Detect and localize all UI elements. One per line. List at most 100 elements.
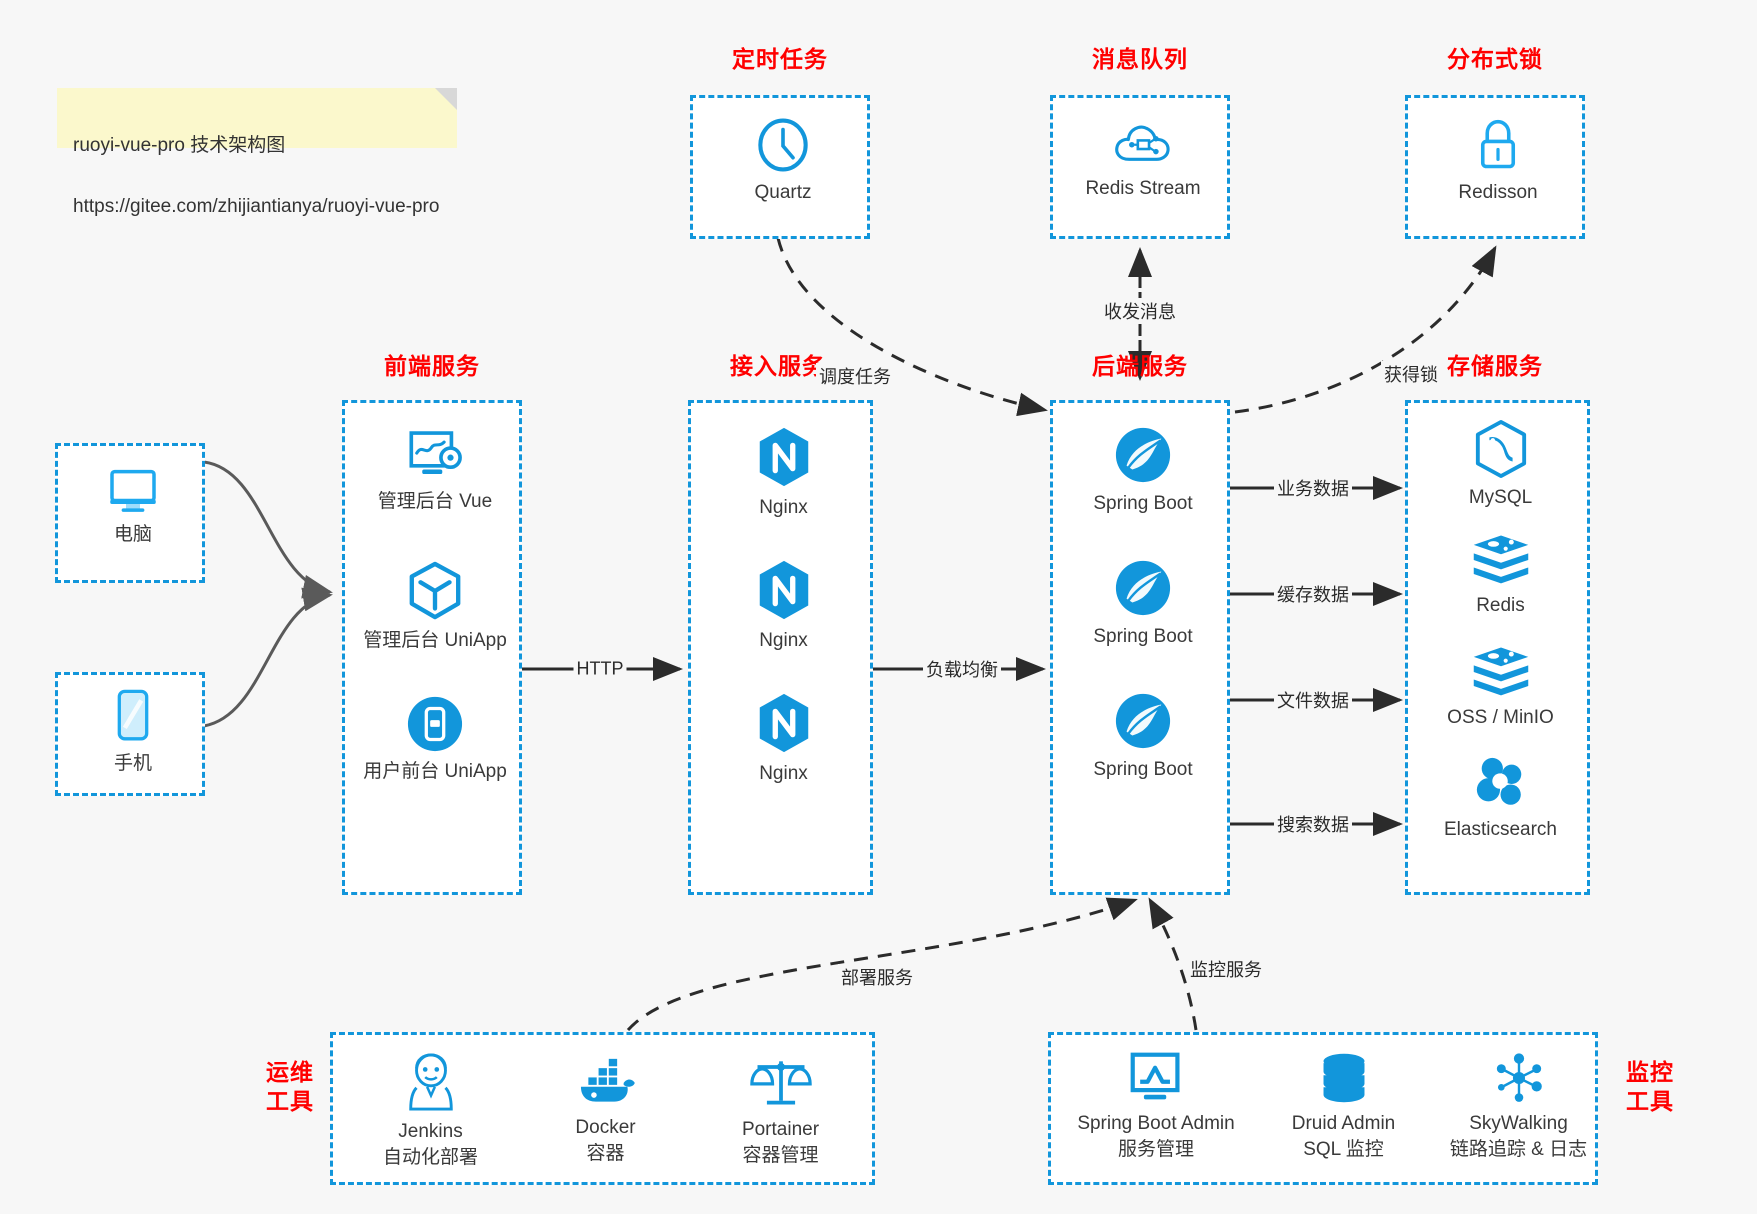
edge-label-send-receive-message: 收发消息 [1101, 298, 1179, 324]
edge-label-deploy-service: 部署服务 [838, 964, 916, 990]
node-computer[interactable]: 电脑 [58, 464, 208, 548]
group-label-storage-service: 存储服务 [1447, 353, 1543, 379]
sticky-note: ruoyi-vue-pro 技术架构图 https://gitee.com/zh… [57, 88, 457, 217]
edge-label-search-data: 搜索数据 [1274, 811, 1352, 837]
sticky-note-fold-icon [435, 88, 457, 110]
spring-icon [1115, 693, 1171, 749]
scheduled-task-box: Quartz [690, 95, 870, 239]
node-spring-boot-3[interactable]: Spring Boot [1053, 691, 1233, 783]
sticky-note-line-1: ruoyi-vue-pro 技术架构图 [73, 135, 286, 157]
devops-tools-box: Jenkins 自动化部署 Docker 容器 [330, 1032, 875, 1185]
node-phone-label: 手机 [113, 753, 152, 774]
nginx-icon [759, 693, 808, 753]
sticky-note-line-2: https://gitee.com/zhijiantianya/ruoyi-vu… [73, 196, 440, 218]
node-admin-uniapp[interactable]: 管理后台 UniApp [345, 560, 525, 654]
scales-icon [749, 1061, 812, 1105]
node-nginx-1[interactable]: Nginx [691, 425, 876, 521]
node-elasticsearch[interactable]: Elasticsearch [1408, 755, 1593, 843]
mobile-app-icon [407, 696, 463, 752]
node-nginx-2[interactable]: Nginx [691, 558, 876, 654]
node-portainer[interactable]: Portainer 容器管理 [693, 1053, 868, 1168]
node-admin-vue[interactable]: 管理后台 Vue [345, 425, 525, 515]
node-nginx-3[interactable]: Nginx [691, 691, 876, 787]
node-spring-boot-1[interactable]: Spring Boot [1053, 425, 1233, 517]
monitor-icon [110, 469, 156, 512]
group-label-backend-service: 后端服务 [1092, 353, 1188, 379]
node-spring-boot-admin[interactable]: Spring Boot Admin 服务管理 [1056, 1051, 1256, 1162]
node-redis-stream[interactable]: Redis Stream [1053, 116, 1233, 202]
node-nginx-1-label: Nginx [759, 497, 808, 518]
lock-icon [1480, 119, 1516, 169]
edge-label-cache-data: 缓存数据 [1274, 581, 1352, 607]
node-portainer-label: Portainer 容器管理 [741, 1119, 820, 1166]
node-admin-vue-label: 管理后台 Vue [377, 491, 493, 512]
node-redisson-label: Redisson [1458, 182, 1538, 203]
node-jenkins[interactable]: Jenkins 自动化部署 [343, 1051, 518, 1170]
nginx-icon [759, 427, 808, 487]
node-spring-boot-2[interactable]: Spring Boot [1053, 558, 1233, 650]
group-label-message-queue: 消息队列 [1092, 46, 1188, 72]
edge-label-business-data: 业务数据 [1274, 475, 1352, 501]
node-spring-boot-admin-label: Spring Boot Admin 服务管理 [1077, 1113, 1235, 1160]
jenkins-icon [408, 1053, 453, 1111]
group-label-devops-tools: 运维 工具 [266, 1059, 314, 1114]
node-spring-boot-3-label: Spring Boot [1093, 759, 1193, 780]
edge-label-load-balance: 负载均衡 [923, 656, 1001, 682]
node-mysql[interactable]: MySQL [1408, 419, 1593, 511]
node-quartz[interactable]: Quartz [693, 116, 873, 206]
node-oss-minio[interactable]: OSS / MinIO [1408, 643, 1593, 731]
cloud-queue-icon [1115, 125, 1170, 161]
node-jenkins-label: Jenkins 自动化部署 [382, 1121, 478, 1168]
node-quartz-label: Quartz [754, 182, 812, 203]
node-oss-minio-label: OSS / MinIO [1447, 707, 1554, 728]
docker-icon [580, 1058, 635, 1102]
spring-icon [1115, 560, 1171, 616]
node-skywalking-label: SkyWalking 链路追踪 & 日志 [1449, 1113, 1588, 1160]
spring-icon [1115, 427, 1171, 483]
clock-icon [758, 118, 808, 172]
node-redis-label: Redis [1476, 595, 1525, 616]
group-label-scheduled-task: 定时任务 [732, 46, 828, 72]
node-elasticsearch-label: Elasticsearch [1444, 819, 1557, 840]
node-computer-label: 电脑 [113, 524, 152, 545]
monitor-tools-box: Spring Boot Admin 服务管理 Druid Admin SQL 监… [1048, 1032, 1598, 1185]
node-phone[interactable]: 手机 [58, 687, 208, 777]
skywalking-icon [1496, 1053, 1542, 1102]
node-spring-boot-2-label: Spring Boot [1093, 626, 1193, 647]
nginx-icon [759, 560, 808, 620]
distributed-lock-box: Redisson [1405, 95, 1585, 239]
group-label-gateway-service: 接入服务 [730, 353, 826, 379]
group-label-monitor-tools: 监控 工具 [1626, 1059, 1674, 1114]
edge-label-monitor-service: 监控服务 [1187, 956, 1265, 982]
edge-label-acquire-lock: 获得锁 [1381, 361, 1441, 387]
elasticsearch-icon [1476, 757, 1521, 805]
mysql-icon [1475, 420, 1526, 478]
storage-service-box: MySQL Redis OSS / MinIO [1405, 400, 1590, 895]
database-icon [1323, 1053, 1364, 1103]
node-redis-stream-label: Redis Stream [1085, 178, 1201, 199]
node-redis[interactable]: Redis [1408, 531, 1593, 619]
phone-icon [117, 689, 149, 741]
edge-label-file-data: 文件数据 [1274, 687, 1352, 713]
edge-label-schedule-task: 调度任务 [816, 363, 894, 389]
node-redisson[interactable]: Redisson [1408, 116, 1588, 206]
node-spring-boot-1-label: Spring Boot [1093, 493, 1193, 514]
node-docker[interactable]: Docker 容器 [518, 1057, 693, 1166]
redis-icon [1473, 647, 1528, 696]
redis-icon [1473, 535, 1528, 584]
node-nginx-2-label: Nginx [759, 630, 808, 651]
client-phone-box: 手机 [55, 672, 205, 796]
gateway-service-box: Nginx Nginx Nginx [688, 400, 873, 895]
backend-service-box: Spring Boot Spring Boot Spring Boot [1050, 400, 1230, 895]
edge-label-http: HTTP [573, 658, 627, 680]
node-user-uniapp[interactable]: 用户前台 UniApp [345, 695, 525, 785]
node-nginx-3-label: Nginx [759, 763, 808, 784]
node-skywalking[interactable]: SkyWalking 链路追踪 & 日志 [1431, 1051, 1606, 1162]
frontend-service-box: 管理后台 Vue 管理后台 UniApp 用户前台 UniApp [342, 400, 522, 895]
cube-icon [409, 561, 461, 620]
node-druid-admin[interactable]: Druid Admin SQL 监控 [1256, 1051, 1431, 1162]
node-mysql-label: MySQL [1468, 487, 1533, 508]
dashboard-gear-icon [409, 431, 462, 475]
node-admin-uniapp-label: 管理后台 UniApp [363, 630, 507, 651]
